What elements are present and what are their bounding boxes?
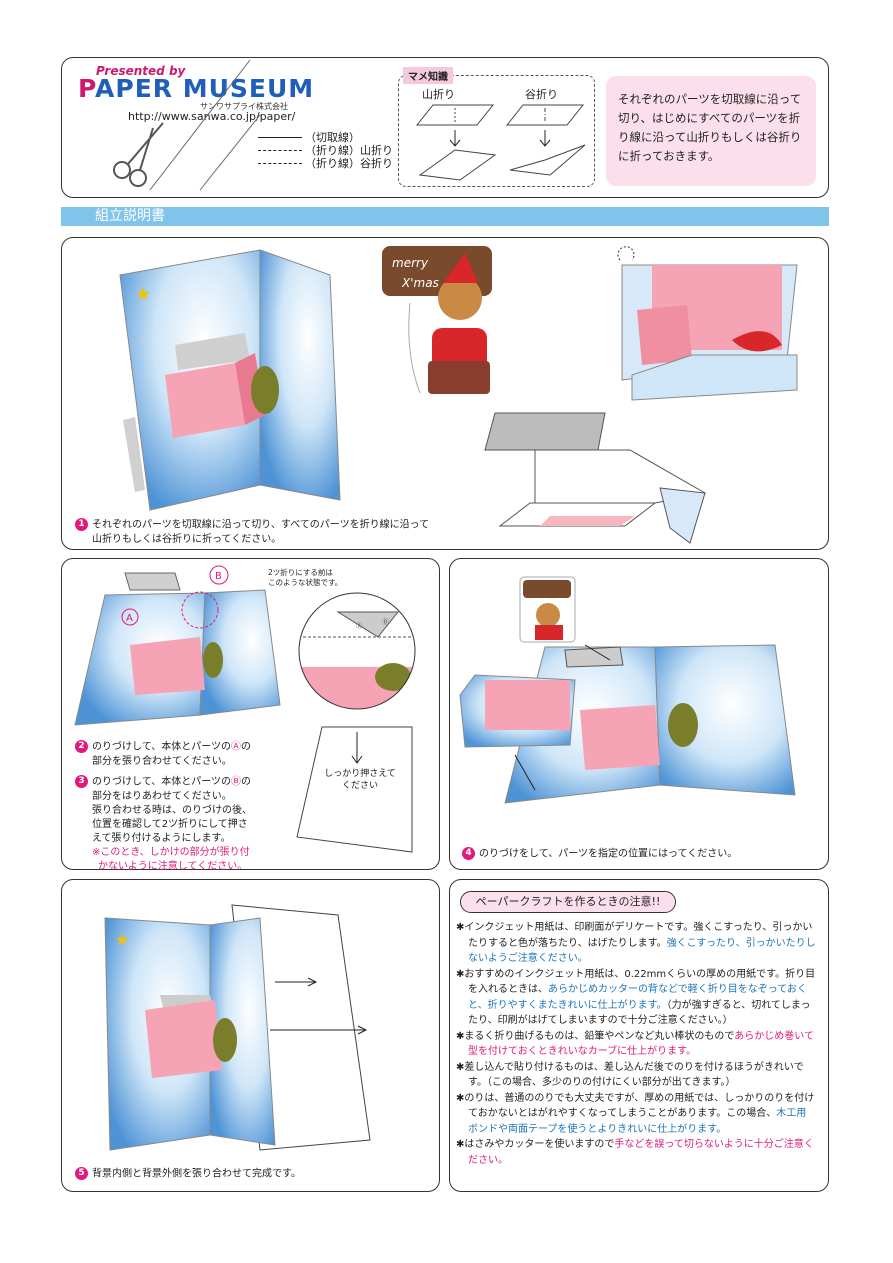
card-merry: merry (392, 256, 429, 270)
asterisk-icon: ✱ (456, 968, 465, 980)
inset-label-b: Ⓑ (382, 618, 389, 626)
asterisk-icon: ✱ (456, 1092, 465, 1104)
note-segment: のりは、普通ののりでも大丈夫ですが、厚めの用紙では、しっかりのりを付けておかない… (464, 1092, 815, 1120)
note-item: ✱差し込んで貼り付けるものは、差し込んだ後でのりを付けるほうがきれいです。（この… (456, 1060, 816, 1091)
step3-number: 3 (75, 775, 88, 788)
presented-by: Presented by (96, 64, 186, 78)
legend-cut: （切取線） (258, 131, 393, 144)
step5-completion-illustration: ★ (104, 904, 371, 1151)
present-part-illustration (617, 246, 798, 401)
note-segment: 手などを誤って切らないように十分ご注意ください。 (468, 1139, 814, 1166)
tip-box (398, 75, 595, 187)
base-part-diagram (484, 412, 707, 544)
press-note: しっかり押さえて ください (324, 769, 396, 791)
notes-panel (449, 879, 829, 1192)
note-segment: （力が強すぎると、切れてしまったり、印刷がはげてしまいますので十分ご注意ください… (468, 999, 811, 1027)
asterisk-icon: ✱ (456, 1030, 465, 1042)
step2-number: 2 (75, 740, 88, 753)
svg-text:★: ★ (115, 930, 129, 949)
valley-fold-label: 谷折り (525, 88, 558, 101)
note-segment: あらかじめカッターの背などで軽く折り目をなぞっておくと、折りやすくまたきれいに仕… (468, 984, 807, 1011)
notes-list: ✱インクジェット用紙は、印刷面がデリケートです。強くこすったり、引っかいたりする… (456, 920, 816, 1168)
cut-line-diagonal (149, 59, 261, 191)
svg-text:★: ★ (135, 284, 151, 305)
fold-diagram (415, 104, 586, 181)
press-card-diagram (296, 726, 413, 853)
asterisk-icon: ✱ (456, 1061, 465, 1073)
note-item: ✱まるく折り曲げるものは、鉛筆やペンなど丸い棒状のものであらかじめ巻いて型を付け… (456, 1029, 816, 1060)
note-segment: はさみやカッターを使いますので (464, 1139, 615, 1150)
legend-valley: （折り線）谷折り (258, 157, 393, 170)
legend-mountain: （折り線）山折り (258, 144, 393, 157)
tip-title: マメ知識 (403, 67, 453, 84)
website-url[interactable]: http://www.sanwa.co.jp/paper/ (128, 110, 296, 123)
step4-number: 4 (462, 847, 475, 860)
asterisk-icon: ✱ (456, 922, 465, 933)
note-item: ✱のりは、普通ののりでも大丈夫ですが、厚めの用紙では、しっかりのりを付けておかな… (456, 1091, 816, 1138)
logo: PAPER MUSEUM (78, 74, 314, 103)
note-segment: あらかじめ巻いて型を付けておくときれいなカーブに仕上がります。 (468, 1030, 814, 1058)
inset-label-a: Ⓐ (356, 622, 363, 630)
note-segment: 差し込んで貼り付けるものは、差し込んだ後でのりを付けるほうがきれいです。（この場… (464, 1061, 804, 1089)
step2-backdrop-illustration: A B (74, 565, 281, 726)
scissors-icon (113, 122, 164, 187)
note-item: ✱はさみやカッターを使いますので手などを誤って切らないように十分ご注意ください。 (456, 1137, 816, 1168)
line-legend: （切取線） （折り線）山折り （折り線）谷折り (258, 131, 393, 170)
bear-card-illustration: merry X'mas (382, 246, 492, 394)
section-title: 組立説明書 (61, 207, 829, 226)
note-item: ✱おすすめのインクジェット用紙は、0.22mmくらいの厚めの用紙です。折り目を入… (456, 967, 816, 1029)
intro-note: それぞれのパーツを切取線に沿って切り、はじめにすべてのパーツを折り線に沿って山折… (606, 76, 816, 186)
note-segment: 木工用ボンドや両面テープを使うとよりきれいに仕上がります。 (468, 1108, 807, 1135)
fold-note: 2ツ折りにする前は このような状態です。 (268, 568, 343, 587)
logo-rest: APER MUSEUM (95, 74, 315, 103)
company-name: サンワサプライ株式会社 (200, 102, 288, 111)
card-xmas: X'mas (401, 276, 439, 290)
label-a: A (126, 613, 133, 624)
note-item: ✱インクジェット用紙は、印刷面がデリケートです。強くこすったり、引っかいたりする… (456, 920, 816, 967)
note-segment: おすすめのインクジェット用紙は、0.22mmくらいの厚めの用紙です。折り目を入れ… (464, 968, 816, 996)
step4-assembly-illustration (459, 576, 796, 804)
note-segment: まるく折り曲げるものは、鉛筆やペンなど丸い棒状のもので (464, 1030, 735, 1042)
notes-title: ペーパークラフトを作るときの注意!! (460, 891, 676, 913)
note-segment: 強くこすったり、引っかいたりしないようご注意ください。 (468, 937, 816, 965)
step1-backdrop-illustration: ★ (119, 249, 341, 511)
mountain-fold-label: 山折り (422, 88, 455, 101)
note-segment: インクジェット用紙は、印刷面がデリケートです。強くこすったり、引っかいたりすると… (464, 922, 813, 949)
asterisk-icon: ✱ (456, 1139, 465, 1150)
zoom-inset-circle: Ⓐ Ⓑ (298, 592, 416, 710)
step5-number: 5 (75, 1167, 88, 1180)
label-b: B (215, 571, 222, 582)
logo-first-letter: P (78, 74, 96, 103)
step1-number: 1 (75, 518, 88, 531)
